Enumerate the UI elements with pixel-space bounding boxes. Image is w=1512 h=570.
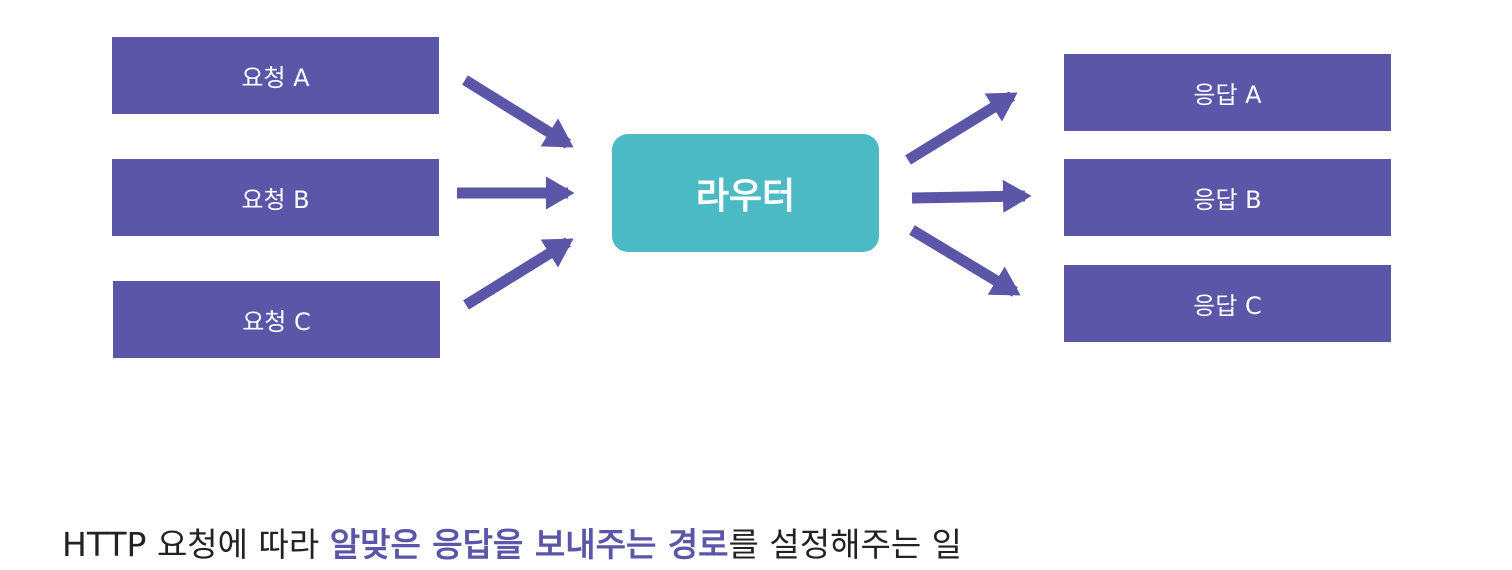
caption-highlight: 알맞은 응답을 보내주는 경로	[329, 525, 729, 564]
caption-part2: 를 설정해주는 일	[728, 525, 963, 564]
router-label: 라우터	[695, 176, 796, 217]
router-box: 라우터	[612, 134, 879, 252]
response-box-a: 응답 A	[1064, 54, 1391, 131]
arrow-icon-res-a	[905, 91, 1018, 165]
response-box-b: 응답 B	[1064, 159, 1391, 236]
caption: HTTP 요청에 따라 알맞은 응답을 보내주는 경로를 설정해주는 일	[62, 518, 962, 566]
arrow-icon-res-b	[911, 179, 1032, 213]
arrow-icon-res-c	[909, 225, 1021, 297]
request-box-c: 요청 C	[113, 281, 440, 358]
arrow-icon-req-a	[462, 75, 574, 149]
arrow-icon-req-c	[463, 237, 574, 310]
request-label-c: 요청 C	[242, 308, 311, 336]
response-label-b: 응답 B	[1193, 186, 1262, 214]
response-label-a: 응답 A	[1193, 81, 1262, 109]
response-box-c: 응답 C	[1064, 265, 1391, 342]
caption-part1: HTTP 요청에 따라	[62, 525, 330, 564]
request-box-a: 요청 A	[112, 37, 439, 114]
request-label-b: 요청 B	[241, 186, 310, 214]
request-label-a: 요청 A	[241, 64, 310, 92]
request-box-b: 요청 B	[112, 159, 439, 236]
response-label-c: 응답 C	[1193, 292, 1262, 320]
